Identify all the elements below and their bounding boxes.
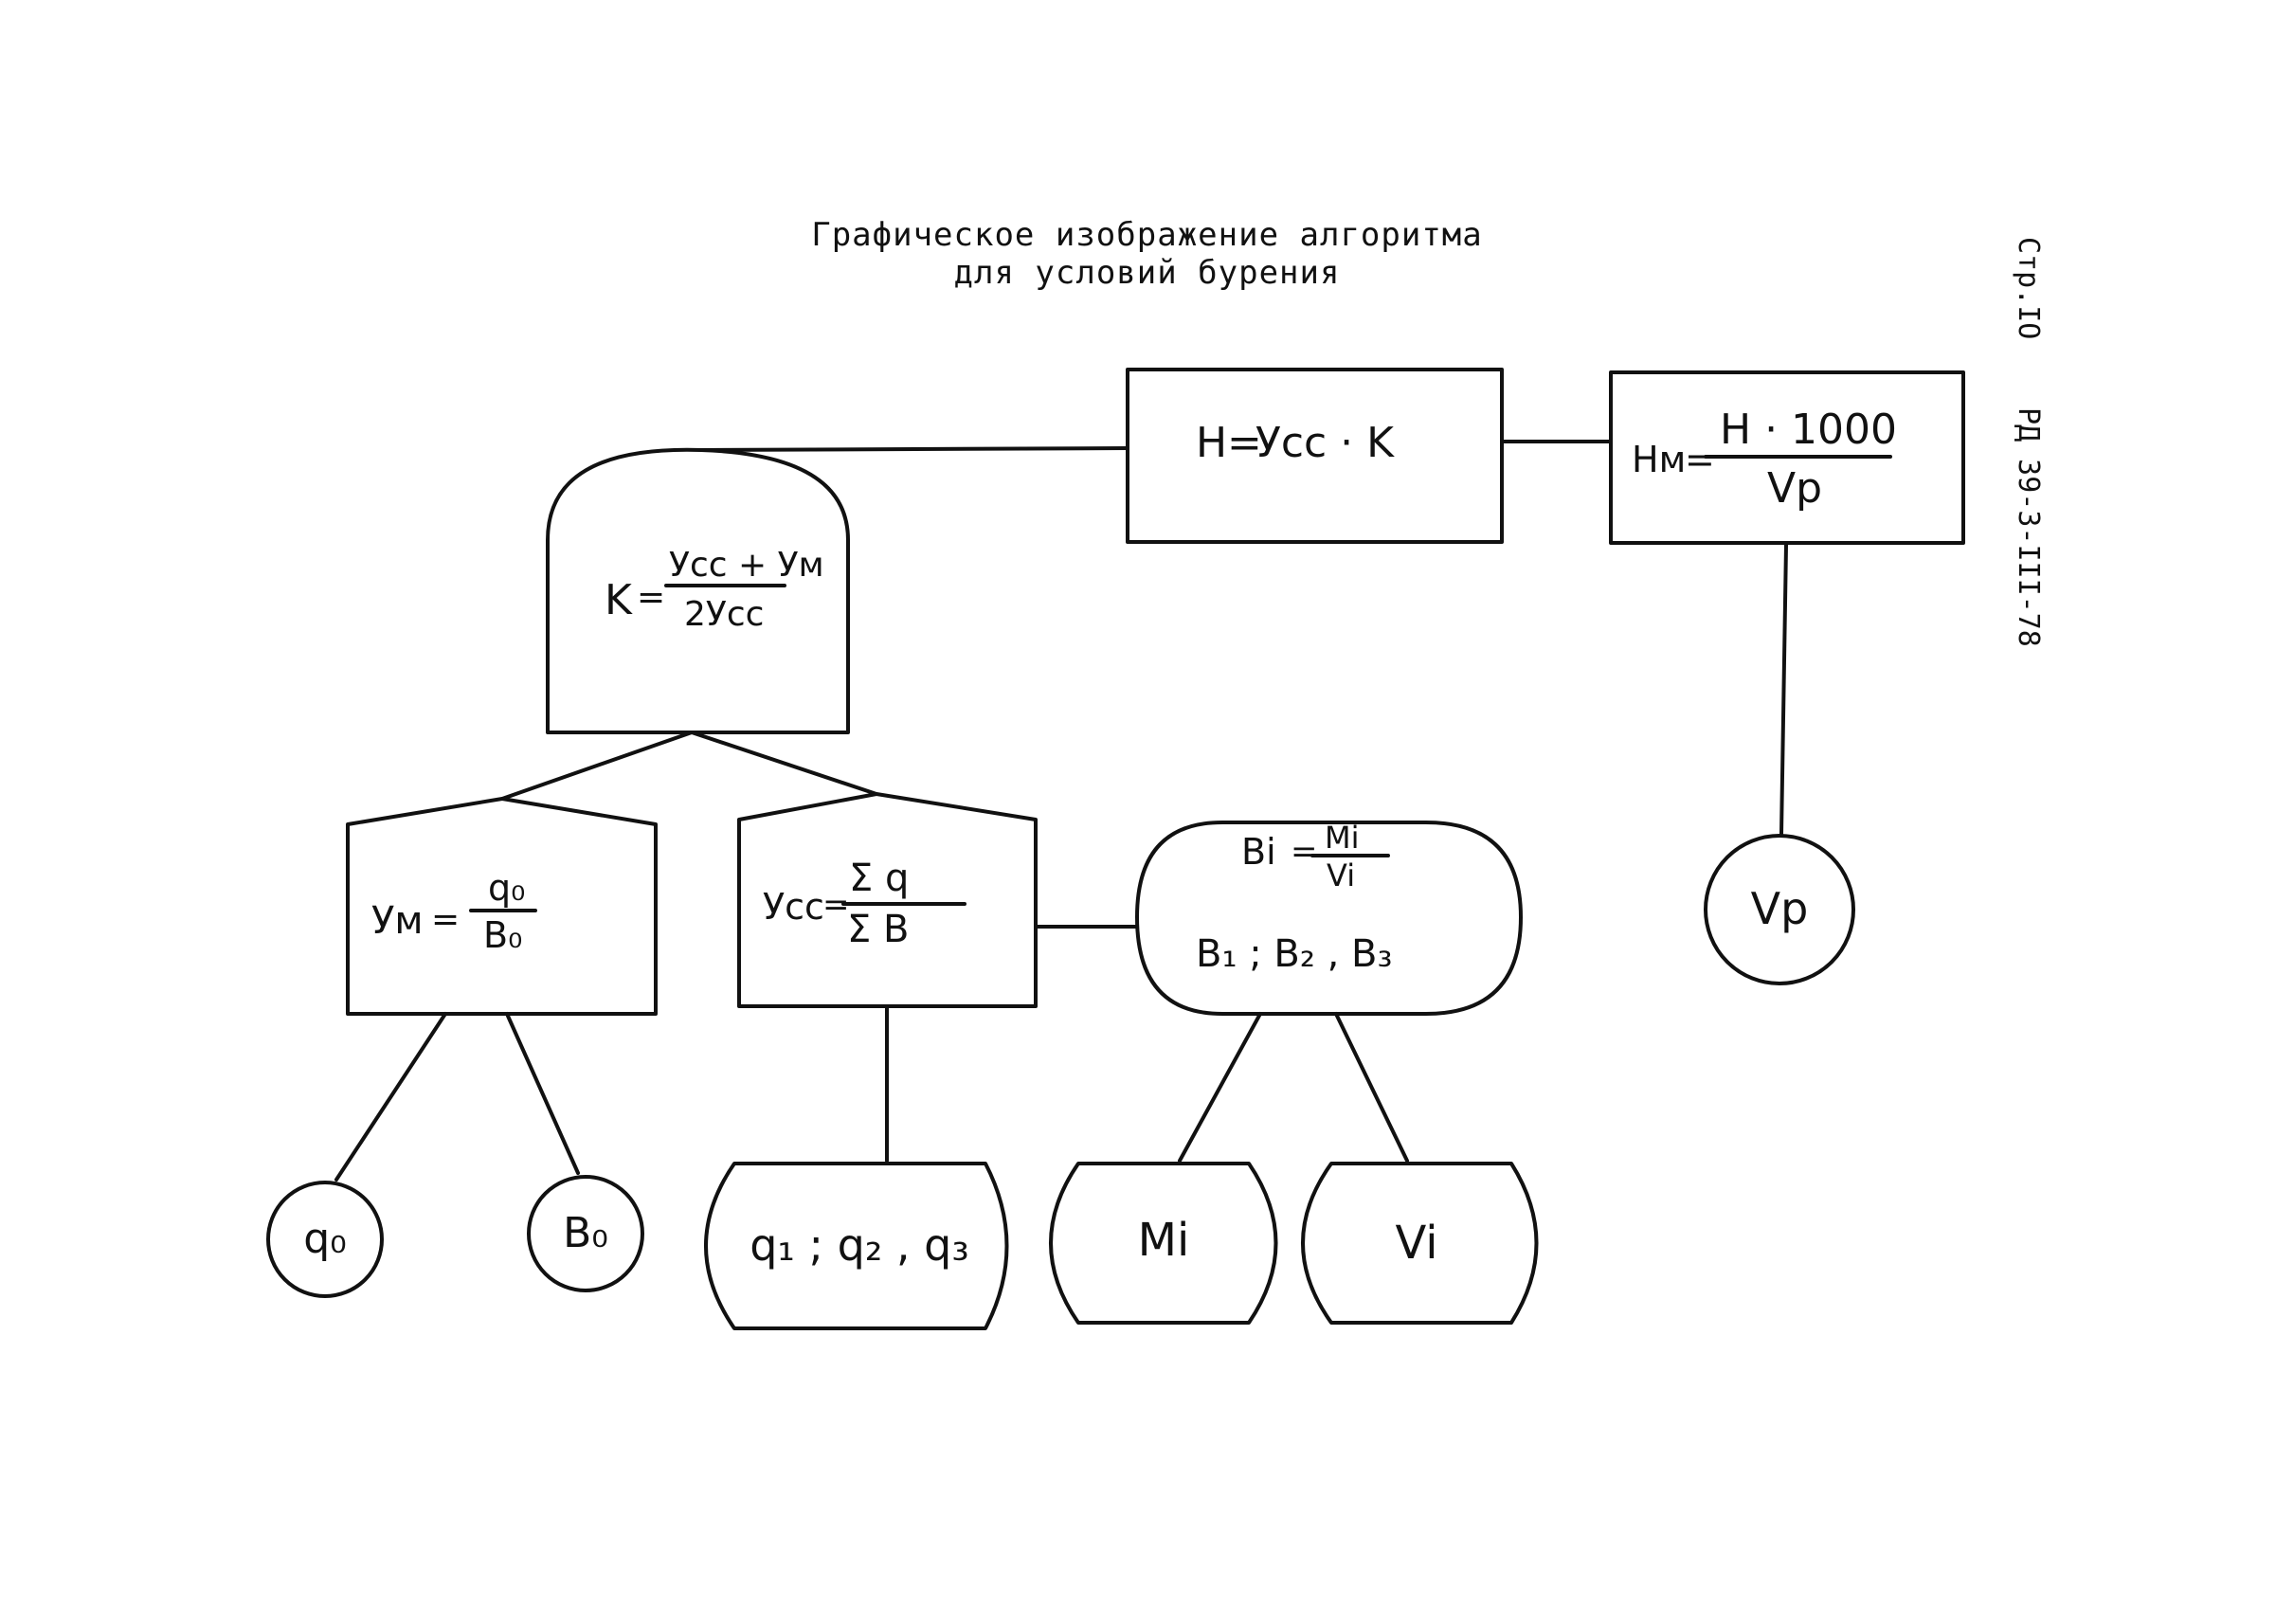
h-formula-box bbox=[1126, 368, 1504, 544]
bi-formula-eq: = bbox=[1291, 833, 1318, 871]
vi-label: Vi bbox=[1395, 1217, 1437, 1270]
k-formula-eq: = bbox=[637, 578, 665, 617]
vp-node bbox=[1704, 834, 1855, 985]
ucc-formula-den: Σ B bbox=[847, 908, 909, 951]
hm-formula-num: H · 1000 bbox=[1720, 406, 1897, 454]
k-formula-lhs: K bbox=[605, 576, 633, 624]
diagram-title-line1: Графическое изображение алгоритма bbox=[811, 216, 1483, 254]
h-formula-eq: = bbox=[1227, 419, 1262, 467]
k-formula-den: 2Усс bbox=[684, 595, 764, 634]
h-formula-rhs: Усс · K bbox=[1255, 419, 1395, 467]
connector-k-to-ucc bbox=[690, 731, 878, 796]
hm-formula-eq: = bbox=[1685, 439, 1715, 480]
qlist-label: q₁ ; q₂ , q₃ bbox=[750, 1219, 969, 1271]
connector-hm-to-vp bbox=[1779, 543, 1788, 836]
k-formula-num: Усс + Ум bbox=[669, 546, 824, 585]
um-formula-eq: = bbox=[431, 900, 460, 939]
ucc-formula-num: Σ q bbox=[849, 857, 909, 900]
hm-formula-den: Vр bbox=[1767, 464, 1822, 513]
ucc-formula-eq: = bbox=[822, 886, 850, 924]
vp-label: Vр bbox=[1751, 883, 1809, 934]
bi-formula-den: Vi bbox=[1327, 857, 1355, 893]
b0-label: B₀ bbox=[563, 1209, 608, 1257]
k-formula-box bbox=[546, 447, 850, 734]
hm-formula-lhs: Hм bbox=[1632, 439, 1686, 480]
mi-label: Mi bbox=[1138, 1214, 1190, 1267]
vi-node bbox=[1301, 1162, 1539, 1325]
connector-bi-to-vi bbox=[1334, 1012, 1409, 1163]
qlist-node bbox=[704, 1162, 1009, 1330]
connector-um-to-b0 bbox=[505, 1012, 580, 1175]
um-formula-num: q₀ bbox=[488, 867, 525, 909]
bi-formula-box bbox=[1135, 821, 1523, 1016]
connector-k-to-um bbox=[500, 731, 694, 801]
ucc-formula-box bbox=[737, 792, 1038, 1008]
b0-node bbox=[527, 1175, 644, 1292]
um-formula-lhs: Ум bbox=[371, 899, 424, 943]
h-formula-lhs: H bbox=[1196, 419, 1227, 467]
um-formula-box bbox=[346, 797, 658, 1016]
connector-um-to-q0 bbox=[334, 1012, 447, 1182]
hm-formula-box bbox=[1609, 370, 1965, 545]
bi-formula-num: Mi bbox=[1325, 820, 1360, 856]
connector-bi-to-mi bbox=[1178, 1012, 1262, 1163]
um-formula-den: B₀ bbox=[483, 914, 522, 956]
bi-formula-lhs: Bi bbox=[1241, 831, 1276, 873]
ucc-formula-lhs: Усс bbox=[763, 886, 824, 928]
connector-k-to-h bbox=[699, 446, 1129, 452]
q0-node bbox=[266, 1181, 384, 1298]
q0-label: q₀ bbox=[303, 1215, 347, 1263]
diagram-title-line2: для условий бурения bbox=[953, 254, 1341, 292]
bi-formula-list: B₁ ; B₂ , B₃ bbox=[1196, 932, 1392, 976]
mi-node bbox=[1049, 1162, 1278, 1325]
